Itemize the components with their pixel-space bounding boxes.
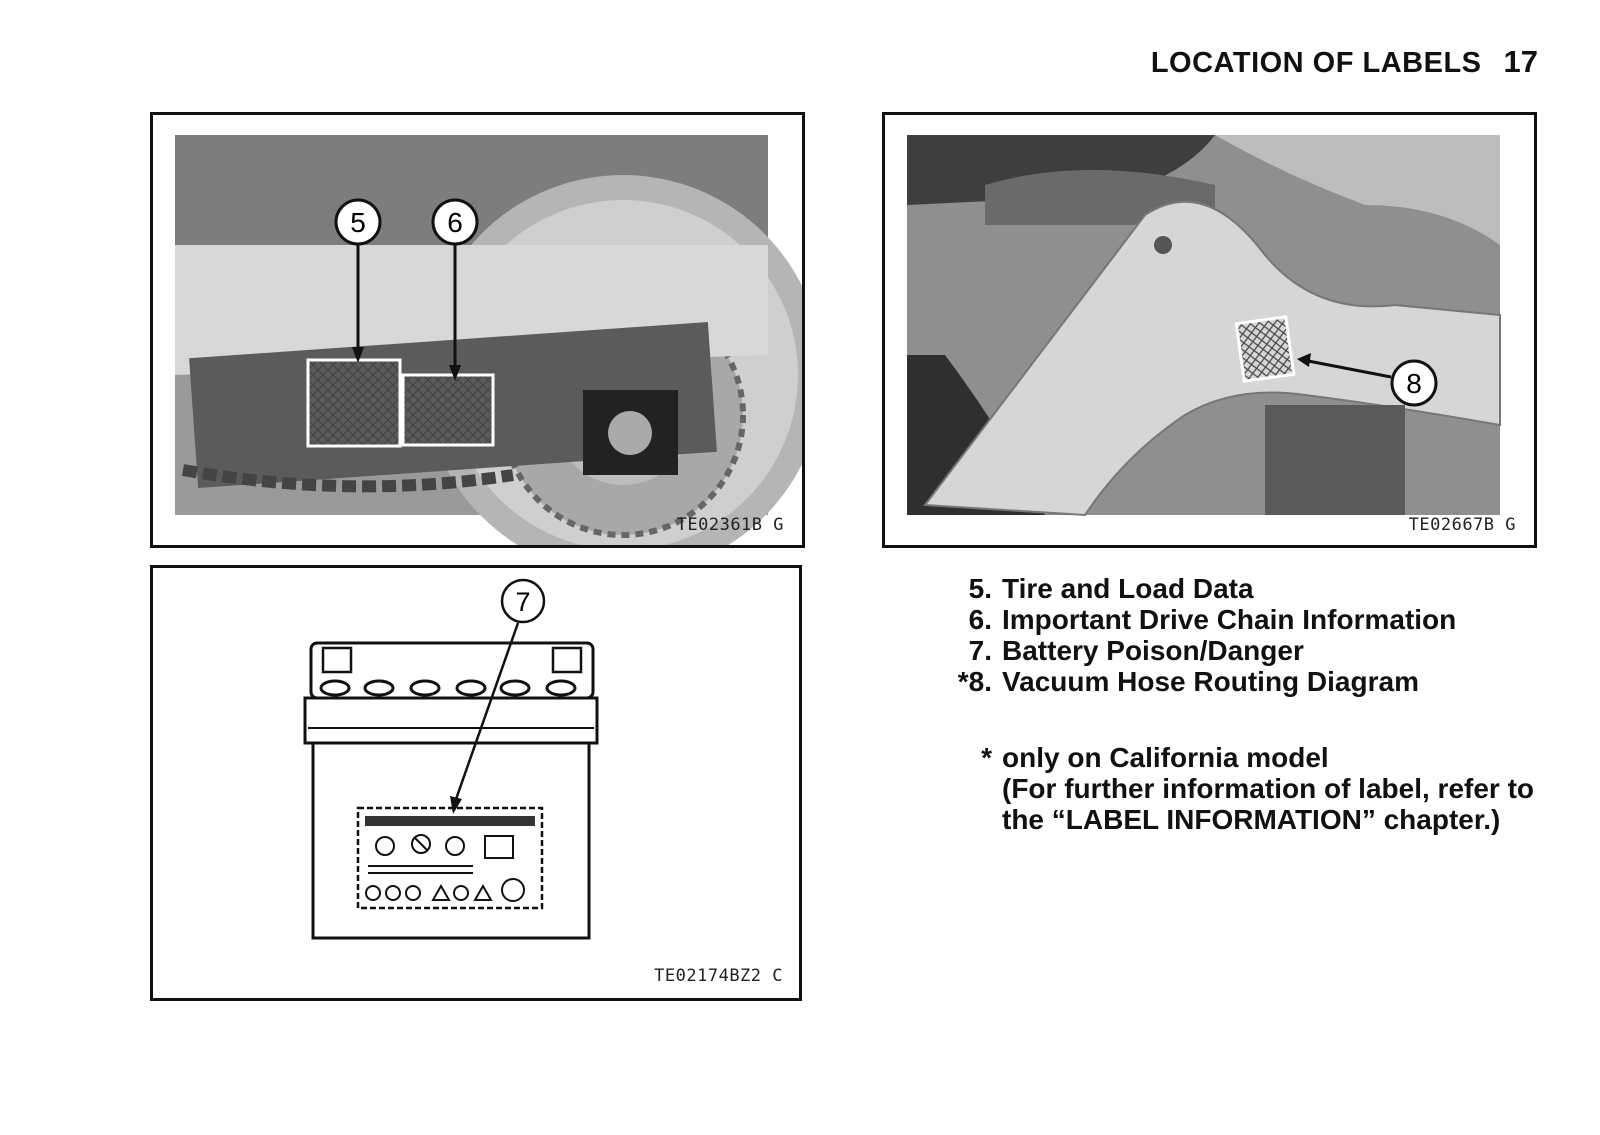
callout-7-text: 7 <box>515 587 530 617</box>
legend-number: 5. <box>968 573 992 604</box>
legend-text: Vacuum Hose Routing Diagram <box>1002 666 1419 697</box>
callout-5-circle <box>334 198 382 246</box>
page-number: 17 <box>1503 44 1538 79</box>
battery-illustration: 7 <box>303 578 599 940</box>
footnote: * only on California model (For further … <box>940 742 1562 835</box>
footnote-marker: * <box>981 742 992 773</box>
callout-7-circle <box>500 578 546 624</box>
label-6-marker <box>401 373 495 447</box>
figure-battery: 7 TE02174BZ2 C <box>150 565 802 1001</box>
label-legend: 5. Tire and Load Data 6. Important Drive… <box>940 573 1457 697</box>
footnote-line1: only on California model <box>1002 742 1329 773</box>
figure-code: TE02174BZ2 C <box>654 966 783 986</box>
legend-item: 6. Important Drive Chain Information <box>940 604 1457 635</box>
figure-frame-cover: 8 TE02667B G <box>882 112 1537 548</box>
callout-8-circle <box>1390 359 1438 407</box>
legend-number: *8. <box>957 666 992 697</box>
legend-item: 5. Tire and Load Data <box>940 573 1456 604</box>
figure-swingarm: 5 6 TE02361B G <box>150 112 805 548</box>
legend-text: Important Drive Chain Information <box>1002 604 1457 635</box>
legend-item: 7. Battery Poison/Danger <box>940 635 1456 666</box>
legend-text: Battery Poison/Danger <box>1002 635 1304 666</box>
legend-number: 6. <box>968 604 992 635</box>
label-5-marker <box>306 358 402 448</box>
figure-code: TE02667B G <box>1408 515 1516 535</box>
legend-number: 7. <box>968 635 992 666</box>
section-title: LOCATION OF LABELS <box>1150 47 1482 79</box>
footnote-line2: (For further information of label, refer… <box>1002 773 1535 835</box>
swingarm-illustration: 5 6 <box>175 135 802 545</box>
frame-cover-illustration: 8 <box>907 135 1501 517</box>
callout-5-text: 5 <box>350 207 366 238</box>
legend-item: *8. Vacuum Hose Routing Diagram <box>940 666 1456 697</box>
figure-code: TE02361B G <box>676 515 784 535</box>
callout-8-text: 8 <box>1406 368 1422 399</box>
page-header: LOCATION OF LABELS 17 <box>1151 44 1538 80</box>
callout-6-circle <box>431 198 479 246</box>
callout-6-text: 6 <box>447 207 463 238</box>
legend-text: Tire and Load Data <box>1002 573 1254 604</box>
label-8-marker <box>1234 315 1296 383</box>
